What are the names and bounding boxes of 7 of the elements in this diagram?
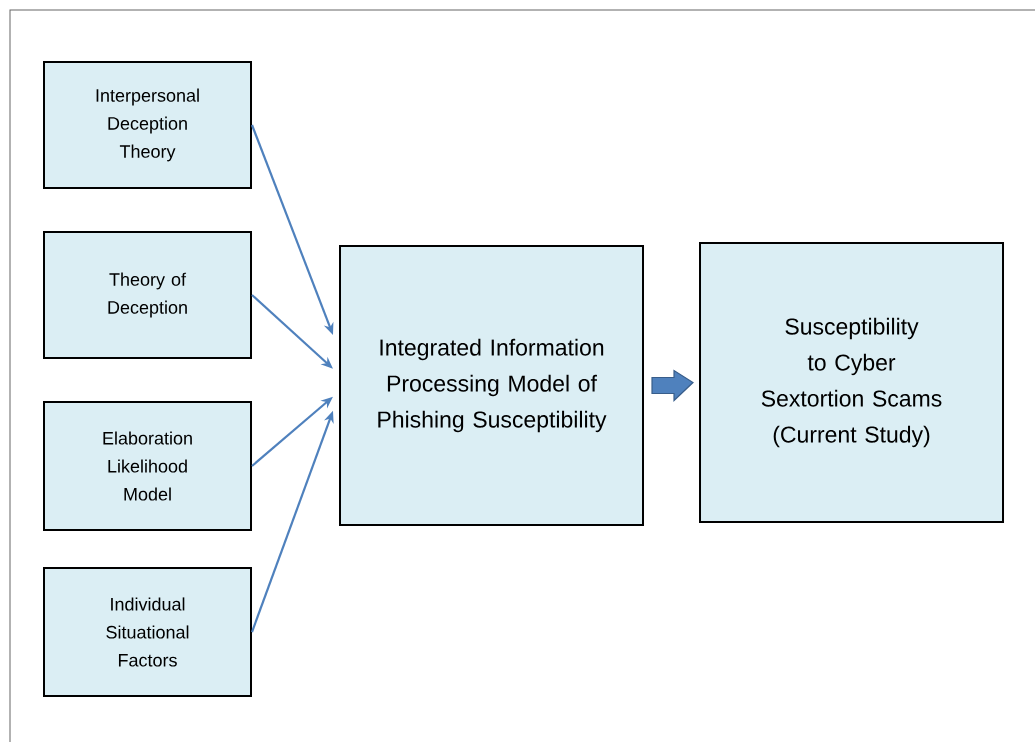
box: Individual Situational Factors <box>43 567 252 697</box>
box: Theory of Deception <box>43 231 252 359</box>
box: Integrated Information Processing Model of Phishing Susceptibility <box>339 245 644 526</box>
box: Interpersonal Deception Theory <box>43 61 252 189</box>
box: Susceptibility to Cyber Sextortion Scams (Current Study) <box>699 242 1004 523</box>
box: Elaboration Likelihood Model <box>43 401 252 531</box>
block-arrow <box>651 369 694 402</box>
